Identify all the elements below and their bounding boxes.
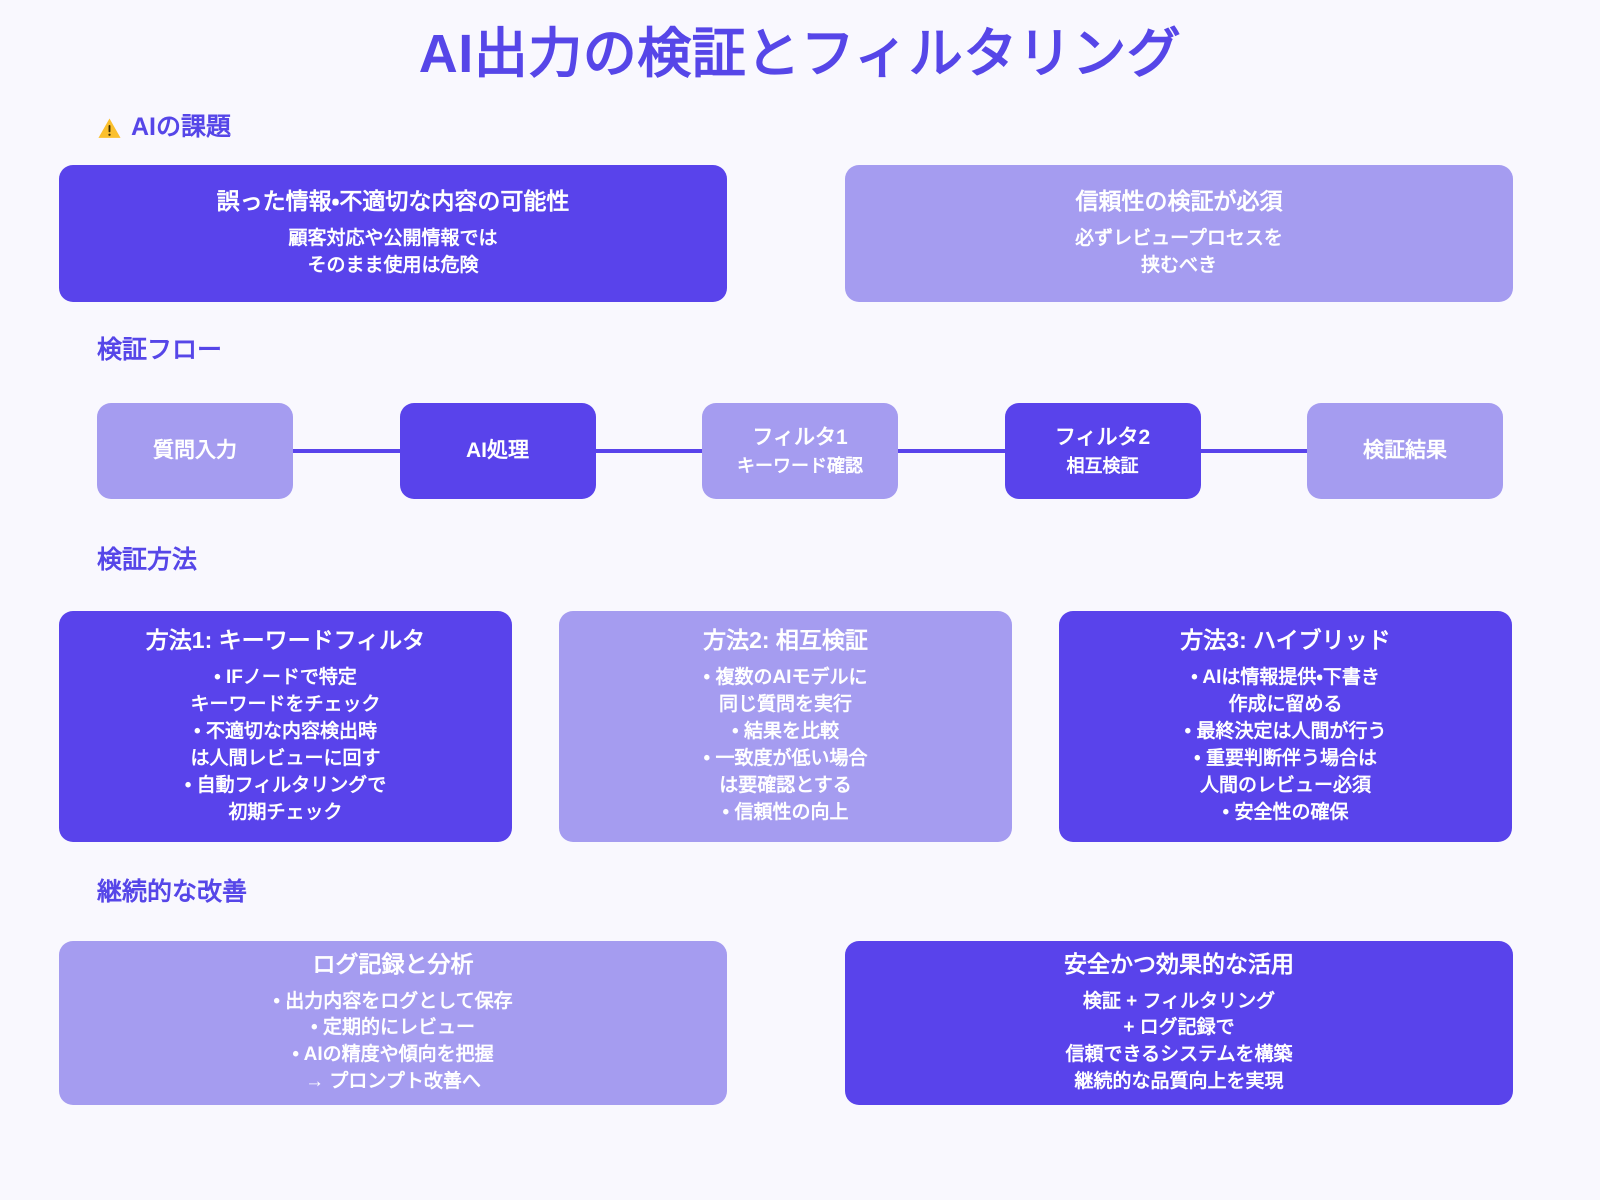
card-line: • 出力内容をログとして保存 <box>273 990 513 1012</box>
card-method-1-body: • IFノードで特定 キーワードをチェック • 不適切な内容検出時 は人間レビュ… <box>185 665 387 827</box>
flow-node-title: フィルタ1 <box>752 426 848 450</box>
card-challenge-risk: 誤った情報・不適切な内容の可能性 顧客対応や公開情報では そのまま使用は危険 <box>59 165 727 302</box>
flow-connector-1 <box>293 449 400 453</box>
flow-node-title: フィルタ2 <box>1054 426 1151 450</box>
flow-node-verification-result: 検証結果 <box>1307 403 1503 499</box>
card-line: キーワードをチェック <box>190 694 381 715</box>
card-line: • 自動フィルタリングで <box>184 774 387 796</box>
card-line: • 重要判断伴う場合は <box>1194 747 1377 769</box>
flow-node-ai-processing: AI処理 <box>399 403 596 499</box>
card-method-cross-verification: 方法2: 相互検証 • 複数のAIモデルに 同じ質問を実行 • 結果を比較 • … <box>559 611 1012 842</box>
flow-node-title: AI処理 <box>466 439 529 463</box>
section-header-methods: 検証方法 <box>97 548 197 573</box>
card-challenge-verify: 信頼性の検証が必須 必ずレビュープロセスを 挟むべき <box>845 165 1513 302</box>
card-line: は要確認とする <box>719 774 852 796</box>
card-improvement-logging-body: • 出力内容をログとして保存 • 定期的にレビュー • AIの精度や傾向を把握 … <box>273 989 512 1097</box>
card-method-2-title: 方法2: 相互検証 <box>703 627 868 654</box>
section-header-flow: 検証フロー <box>97 338 222 363</box>
card-line: → プロンプト改善へ <box>305 1071 481 1093</box>
flow-node-title: 質問入力 <box>153 439 237 463</box>
card-line: • 最終決定は人間が行う <box>1184 720 1387 742</box>
card-line: • 安全性の確保 <box>1222 801 1349 823</box>
card-improvement-safe-usage: 安全かつ効果的な活用 検証 + フィルタリング + ログ記録で 信頼できるシステ… <box>845 941 1513 1105</box>
card-line: • 定期的にレビュー <box>311 1017 475 1039</box>
card-line: 必ずレビュープロセスを <box>1075 227 1283 249</box>
flow-node-subtitle: 相互検証 <box>1066 455 1139 476</box>
card-method-1-title: 方法1: キーワードフィルタ <box>145 627 426 654</box>
section-header-challenges: AIの課題 <box>97 115 231 140</box>
card-line: • IFノードで特定 <box>214 667 357 689</box>
flow-node-subtitle: キーワード確認 <box>737 455 863 476</box>
card-improvement-logging-title: ログ記録と分析 <box>312 950 474 977</box>
card-challenge-verify-title: 信頼性の検証が必須 <box>1075 188 1283 215</box>
card-line: 挟むべき <box>1140 254 1217 276</box>
card-line: 継続的な品質向上を実現 <box>1074 1071 1284 1093</box>
card-line: • 結果を比較 <box>732 720 839 742</box>
card-challenge-verify-body: 必ずレビュープロセスを 挟むべき <box>1075 226 1283 280</box>
card-line: そのまま使用は危険 <box>307 254 479 276</box>
card-line: 作成に留める <box>1228 694 1343 715</box>
section-header-improvement: 継続的な改善 <box>97 880 247 905</box>
card-line: 信頼できるシステムを構築 <box>1065 1044 1293 1066</box>
card-line: 同じ質問を実行 <box>718 694 852 715</box>
card-improvement-logging: ログ記録と分析 • 出力内容をログとして保存 • 定期的にレビュー • AIの精… <box>59 941 727 1105</box>
card-method-2-body: • 複数のAIモデルに 同じ質問を実行 • 結果を比較 • 一致度が低い場合 は… <box>704 665 868 827</box>
card-line: + ログ記録で <box>1123 1017 1235 1039</box>
card-line: • 信頼性の向上 <box>722 801 849 823</box>
card-method-3-title: 方法3: ハイブリッド <box>1180 627 1391 654</box>
section-header-improvement-label: 継続的な改善 <box>97 878 248 906</box>
flow-node-filter-2: フィルタ2 相互検証 <box>1004 403 1201 499</box>
card-improvement-safe-usage-title: 安全かつ効果的な活用 <box>1064 950 1294 977</box>
card-line: • AIの精度や傾向を把握 <box>292 1044 494 1066</box>
flow-node-filter-1: フィルタ1 キーワード確認 <box>702 403 898 499</box>
card-line: は人間レビューに回す <box>190 747 381 769</box>
card-improvement-safe-usage-body: 検証 + フィルタリング + ログ記録で 信頼できるシステムを構築 継続的な品質… <box>1065 989 1292 1097</box>
card-line: • 不適切な内容検出時 <box>194 720 377 742</box>
card-method-3-body: • AIは情報提供・下書き 作成に留める • 最終決定は人間が行う • 重要判断… <box>1185 665 1387 827</box>
card-line: 人間のレビュー必須 <box>1199 774 1371 796</box>
flow-connector-3 <box>898 449 1005 453</box>
card-line: 初期チェック <box>228 801 343 823</box>
card-line: 検証 + フィルタリング <box>1082 990 1276 1012</box>
card-line: 顧客対応や公開情報では <box>288 227 498 249</box>
card-line: • AIは情報提供・下書き <box>1191 667 1380 689</box>
flow-node-question-input: 質問入力 <box>97 403 293 499</box>
card-line: • 複数のAIモデルに <box>703 667 868 689</box>
page-title: AI出力の検証とフィルタリング <box>418 24 1182 84</box>
flow-connector-4 <box>1200 449 1307 453</box>
flow-connector-2 <box>595 449 702 453</box>
verification-flow-diagram: 質問入力 AI処理 フィルタ1 キーワード確認 フィルタ2 相互検証 検証結果 <box>97 403 1503 499</box>
card-method-keyword-filter: 方法1: キーワードフィルタ • IFノードで特定 キーワードをチェック • 不… <box>59 611 512 842</box>
card-challenge-risk-title: 誤った情報・不適切な内容の可能性 <box>216 188 570 215</box>
card-line: • 一致度が低い場合 <box>703 747 868 769</box>
section-header-methods-label: 検証方法 <box>97 546 198 574</box>
section-header-challenges-label: AIの課題 <box>131 113 232 141</box>
flow-node-title: 検証結果 <box>1363 439 1447 463</box>
warning-triangle-icon <box>97 116 122 141</box>
card-challenge-risk-body: 顧客対応や公開情報では そのまま使用は危険 <box>288 226 497 280</box>
section-header-flow-label: 検証フロー <box>97 336 223 364</box>
card-method-hybrid: 方法3: ハイブリッド • AIは情報提供・下書き 作成に留める • 最終決定は… <box>1059 611 1512 842</box>
